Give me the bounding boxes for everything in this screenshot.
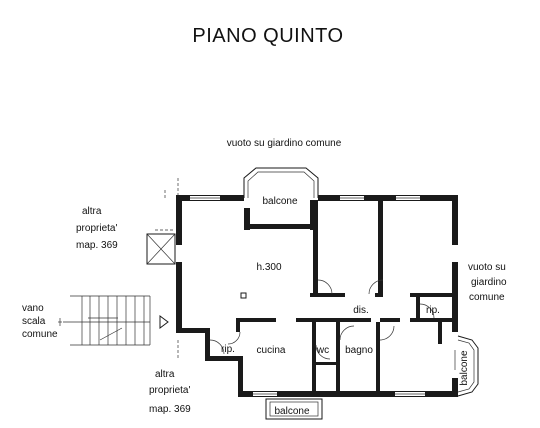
label-altra-top-3: map. 369 <box>76 240 118 251</box>
entrance-marker <box>159 315 169 329</box>
door-swings <box>209 279 435 360</box>
label-vano-2: scala <box>22 316 46 327</box>
label-rip-left: rip. <box>221 344 235 355</box>
label-vano-1: vano <box>22 303 44 314</box>
column-mark <box>240 292 247 299</box>
label-balcone-top: balcone <box>262 196 297 207</box>
lift-shaft <box>146 233 176 265</box>
balcony-right <box>457 335 479 397</box>
label-vano-3: comune <box>22 329 58 340</box>
label-balcone-right: balcone <box>459 350 470 385</box>
staircase <box>58 295 151 346</box>
label-altra-bot-1: altra <box>155 369 175 380</box>
label-dis: dis. <box>353 305 369 316</box>
label-altra-bot-3: map. 369 <box>149 404 191 415</box>
label-altra-top-2: proprieta' <box>76 223 117 234</box>
label-cucina: cucina <box>257 345 286 356</box>
label-bagno: bagno <box>345 345 373 356</box>
windows <box>190 196 457 396</box>
plan-title: PIANO QUINTO <box>192 25 343 47</box>
label-altra-bot-2: proprieta' <box>149 385 190 396</box>
balcony-bottom <box>265 398 323 420</box>
label-vuoto-top: vuoto su giardino comune <box>227 138 342 149</box>
label-rip-right: rip. <box>426 305 440 316</box>
label-vuoto-right-3: comune <box>469 292 505 303</box>
label-balcone-bottom: balcone <box>274 406 309 417</box>
label-height: h.300 <box>256 262 281 273</box>
label-wc: wc <box>316 345 329 356</box>
label-vuoto-right-2: giardino <box>471 277 507 288</box>
label-altra-top-1: altra <box>82 206 102 217</box>
label-vuoto-right-1: vuoto su <box>468 262 506 273</box>
interior-walls <box>236 200 455 392</box>
